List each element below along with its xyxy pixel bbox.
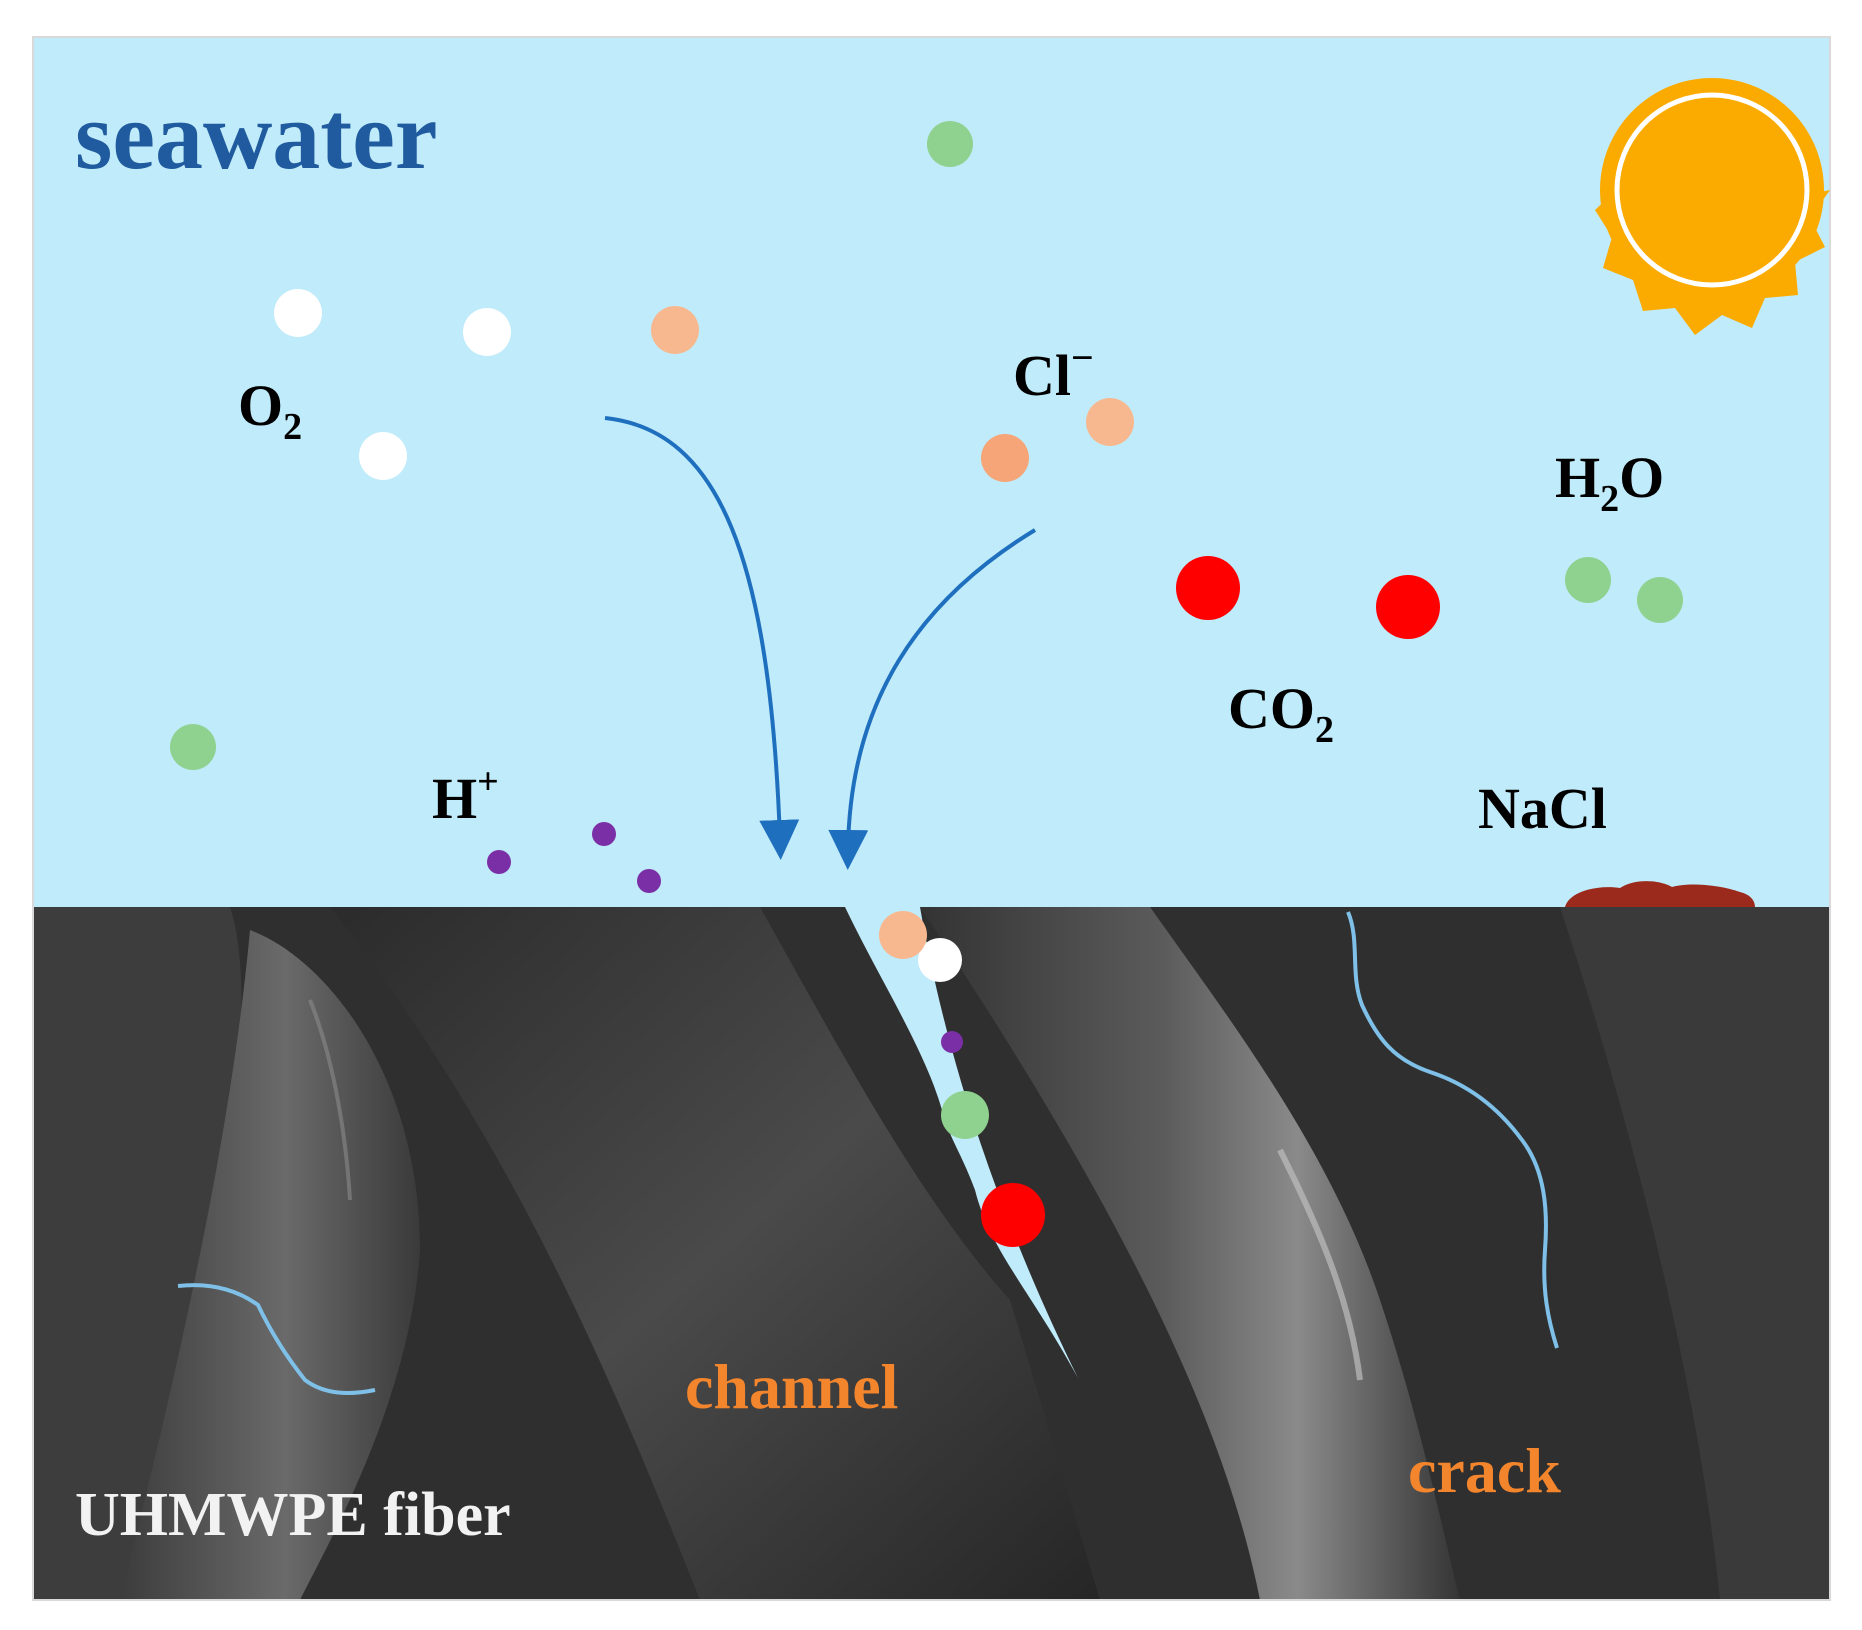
h2o-particle [927,121,973,167]
sun-icon [1595,78,1830,335]
nacl-deposit [1565,881,1755,907]
fiber-strand [120,930,420,1600]
channel-label: channel [685,1351,898,1422]
cl-particle [1086,398,1134,446]
h-particle [592,822,616,846]
h2o-particle [170,724,216,770]
fiber-label: UHMWPE fiber [75,1481,511,1549]
fiber-highlight [308,999,352,1201]
o2-label: O2 [238,373,302,448]
cl-label: Cl− [1013,335,1094,408]
h-plus-label: H+ [432,761,499,831]
h2o-particle [941,1091,989,1139]
h-particle [487,850,511,874]
h2o-label: H2O [1555,445,1664,520]
cl-particle [651,306,699,354]
fiber-strand [1560,907,1830,1600]
diffusion-arrow-cl [828,528,1037,870]
crack-label: crack [1408,1435,1561,1506]
fiber-strand [33,907,242,1600]
nacl-label: NaCl [1478,776,1607,841]
figure-border [32,36,1831,1601]
channel-gap [845,907,1078,1378]
crack-line [177,1283,376,1395]
h2o-particle [1565,557,1611,603]
diffusion-arrow-o2 [604,416,800,860]
co2-particle [1176,556,1240,620]
sun-ring [1614,92,1810,288]
o2-particle [359,432,407,480]
fiber-strand [330,907,1100,1600]
h2o-particle [1637,577,1683,623]
co2-particle [981,1183,1045,1247]
fiber-highlight [1277,1148,1363,1381]
co2-label: CO2 [1228,676,1334,751]
o2-particle [463,308,511,356]
seawater-label: seawater [75,82,437,189]
sun-disc [1600,78,1824,302]
o2-particle [918,938,962,982]
co2-particle [1376,575,1440,639]
h-particle [941,1031,963,1053]
seawater-region [33,37,1830,907]
fiber-strand [920,907,1460,1600]
crack-line [1346,911,1559,1349]
o2-particle [274,289,322,337]
h-particle [637,869,661,893]
cl-particle [981,434,1029,482]
cl-particle [879,911,927,959]
